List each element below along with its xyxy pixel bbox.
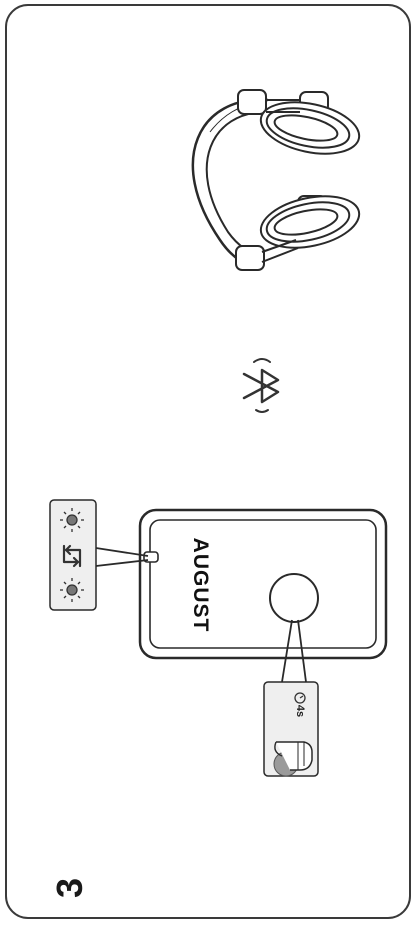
step-number: 3	[49, 877, 90, 899]
led-callout	[49, 499, 149, 611]
led-blinking-icon	[60, 578, 84, 602]
brand-label: AUGUST	[189, 537, 212, 633]
speaker-device	[138, 508, 388, 660]
press-callout	[263, 619, 319, 777]
headphones-icon	[191, 89, 361, 271]
pair-button[interactable]	[269, 573, 319, 623]
bluetooth-icon	[242, 358, 280, 413]
timer-icon	[294, 692, 306, 704]
finger-press-icon	[273, 741, 313, 777]
hold-duration-label: 4s	[294, 704, 306, 718]
pairing-arrows-icon	[62, 544, 82, 568]
led-blinking-icon	[60, 508, 84, 532]
